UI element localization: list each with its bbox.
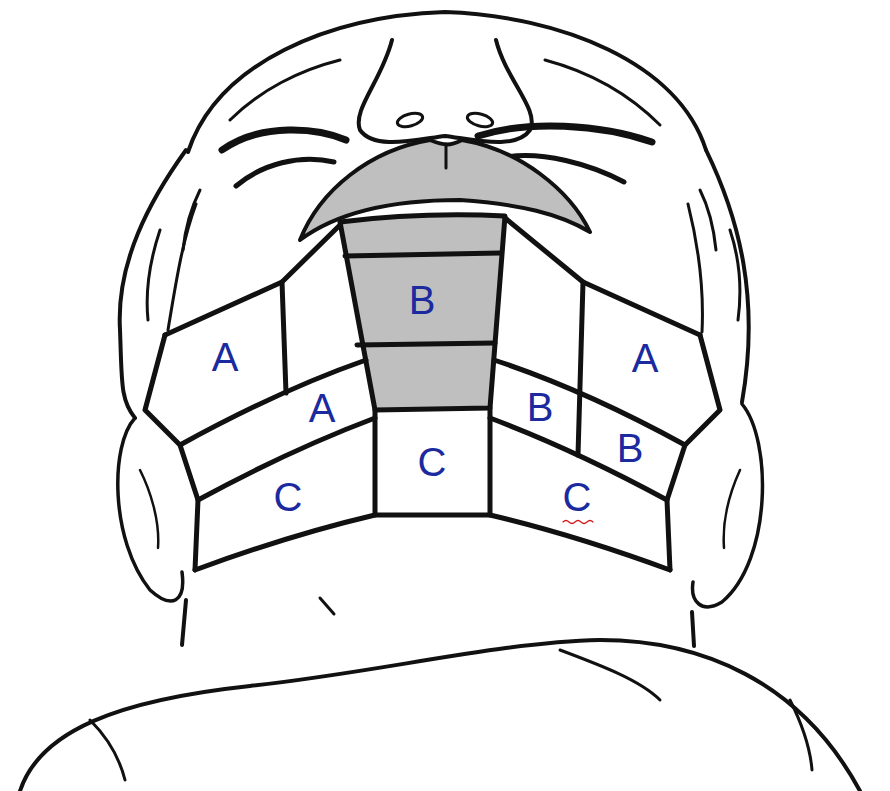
region-label: A: [632, 338, 659, 378]
region-label: C: [563, 477, 592, 517]
chin-region: [340, 215, 505, 410]
lip-line: [445, 144, 448, 168]
region-label: A: [309, 388, 336, 428]
neck-shoulders: [20, 598, 860, 791]
spell-squiggle: [563, 521, 593, 524]
region-grid: [145, 218, 720, 570]
head-outline: [120, 12, 749, 418]
region-label: B: [527, 387, 554, 427]
region-label: B: [617, 428, 644, 468]
region-label: B: [409, 280, 436, 320]
region-label: A: [212, 337, 239, 377]
region-label: C: [418, 442, 447, 482]
region-label: C: [274, 477, 303, 517]
face-features: [168, 40, 702, 332]
